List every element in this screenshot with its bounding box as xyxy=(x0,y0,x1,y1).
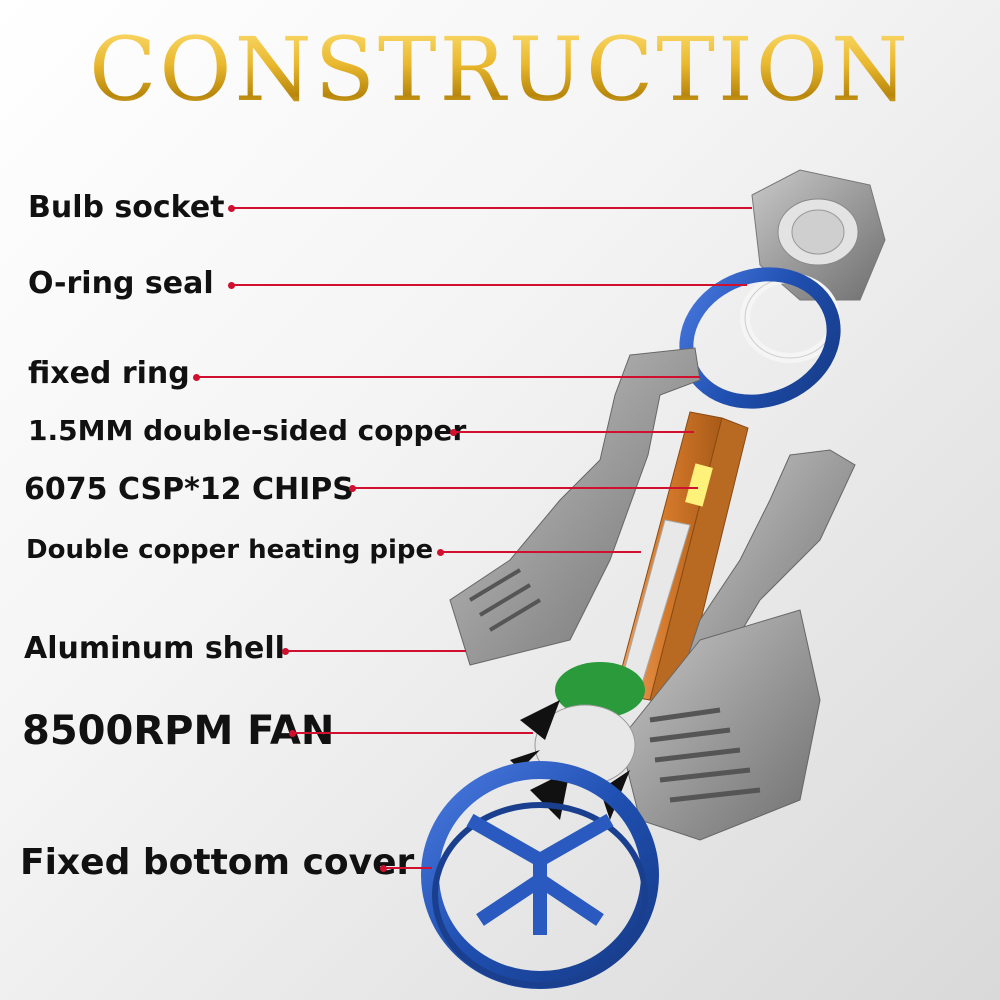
label-heating-pipe: Double copper heating pipe xyxy=(26,535,434,565)
leader-dot xyxy=(450,429,457,436)
leader-line xyxy=(293,732,533,734)
pcb-part xyxy=(555,662,645,718)
label-o-ring-seal: O-ring seal xyxy=(28,266,214,301)
label-chips: 6075 CSP*12 CHIPS xyxy=(24,472,354,507)
leader-dot xyxy=(380,865,387,872)
leader-line xyxy=(286,650,466,652)
leader-dot xyxy=(228,205,235,212)
leader-dot xyxy=(289,730,296,737)
leader-line xyxy=(353,487,698,489)
leader-dot xyxy=(349,485,356,492)
label-copper-board: 1.5MM double-sided copper xyxy=(28,414,467,447)
label-bulb-socket: Bulb socket xyxy=(28,190,225,225)
leader-dot xyxy=(437,549,444,556)
leader-line xyxy=(197,376,700,378)
leader-line xyxy=(232,207,752,209)
label-fixed-ring: fixed ring xyxy=(28,356,190,391)
label-fan: 8500RPM FAN xyxy=(22,708,335,754)
leader-line xyxy=(384,867,432,869)
leader-line xyxy=(441,551,641,553)
copper-board-part xyxy=(614,411,749,706)
bottom-cover-part xyxy=(421,761,659,989)
label-bottom-cover: Fixed bottom cover xyxy=(20,842,415,883)
leader-line xyxy=(454,431,694,433)
leader-dot xyxy=(282,648,289,655)
page-title: CONSTRUCTION xyxy=(0,18,1000,121)
bulb-socket-part xyxy=(751,169,886,301)
label-aluminum-shell: Aluminum shell xyxy=(24,631,285,666)
leader-dot xyxy=(228,282,235,289)
aluminum-shell-left xyxy=(449,347,701,666)
aluminum-shell-right xyxy=(619,449,856,841)
leader-dot xyxy=(193,374,200,381)
leader-line xyxy=(232,284,747,286)
